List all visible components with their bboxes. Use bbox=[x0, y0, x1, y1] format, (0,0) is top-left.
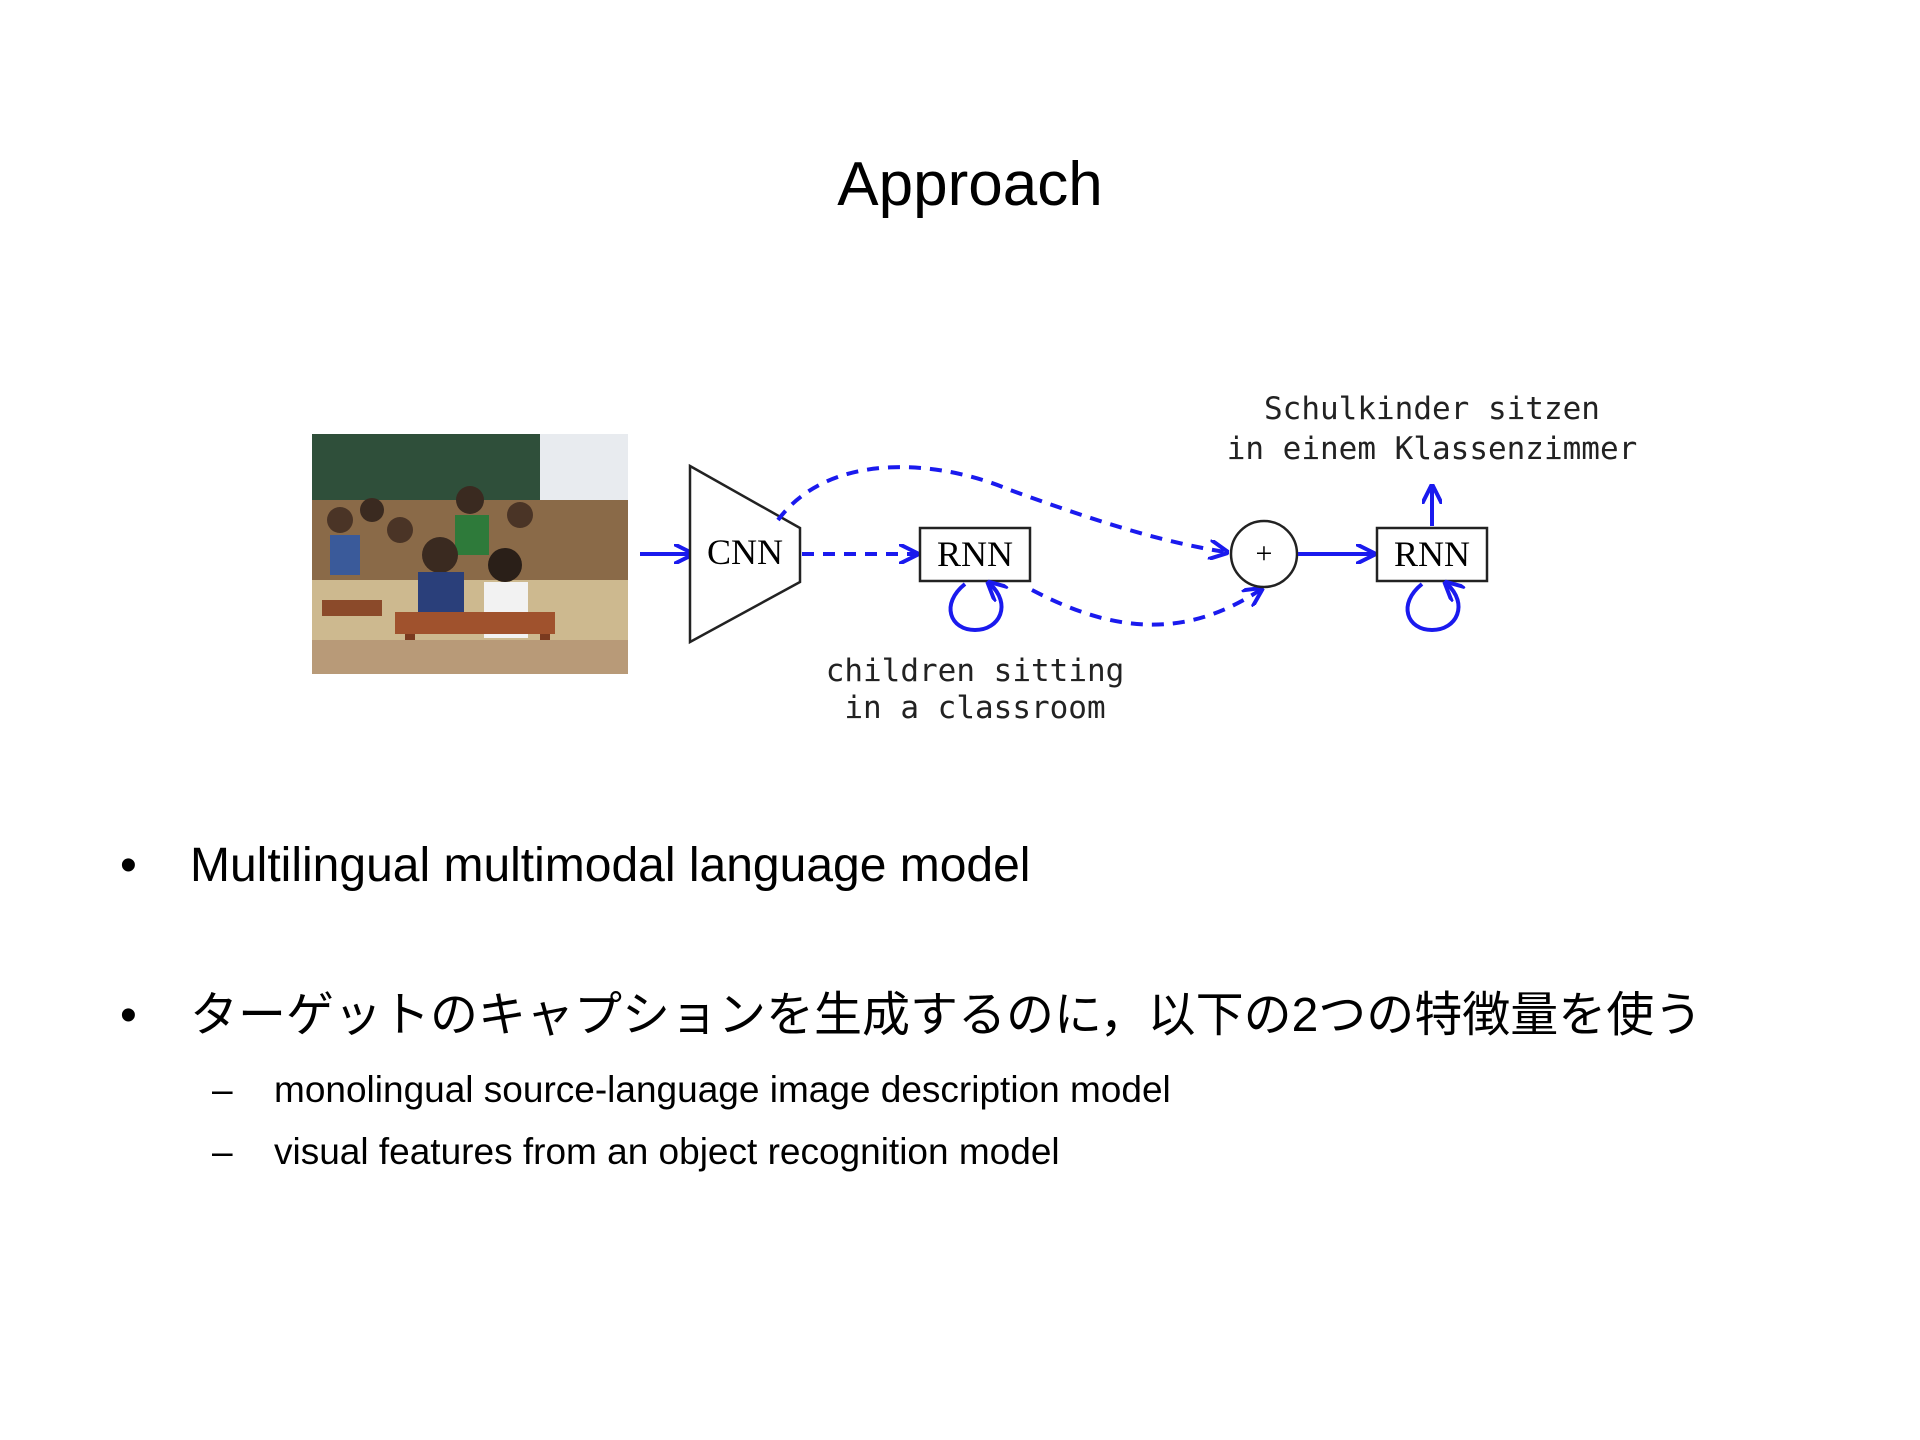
rnn-to-sum-arrow bbox=[1031, 590, 1260, 627]
target-rnn-label: RNN bbox=[1394, 534, 1470, 574]
cnn-block bbox=[688, 463, 802, 645]
sum-symbol: + bbox=[1256, 537, 1273, 570]
classroom-photo bbox=[312, 434, 628, 674]
sum-node bbox=[1229, 519, 1299, 589]
source-caption-line1: children sitting bbox=[826, 653, 1125, 689]
cnn-to-sum-arrow bbox=[776, 465, 1225, 552]
slide-title: Approach bbox=[837, 150, 1103, 219]
source-rnn-label: RNN bbox=[937, 534, 1013, 574]
target-rnn-loop bbox=[1405, 584, 1459, 633]
target-caption-line1: Schulkinder sitzen bbox=[1264, 391, 1600, 427]
source-rnn-loop bbox=[948, 584, 1002, 633]
cnn-label: CNN bbox=[707, 532, 783, 572]
target-caption-line2: in einem Klassenzimmer bbox=[1227, 431, 1638, 467]
target-rnn-block bbox=[1375, 526, 1489, 583]
source-caption-line2: in a classroom bbox=[844, 690, 1105, 726]
source-rnn-block bbox=[918, 526, 1032, 583]
